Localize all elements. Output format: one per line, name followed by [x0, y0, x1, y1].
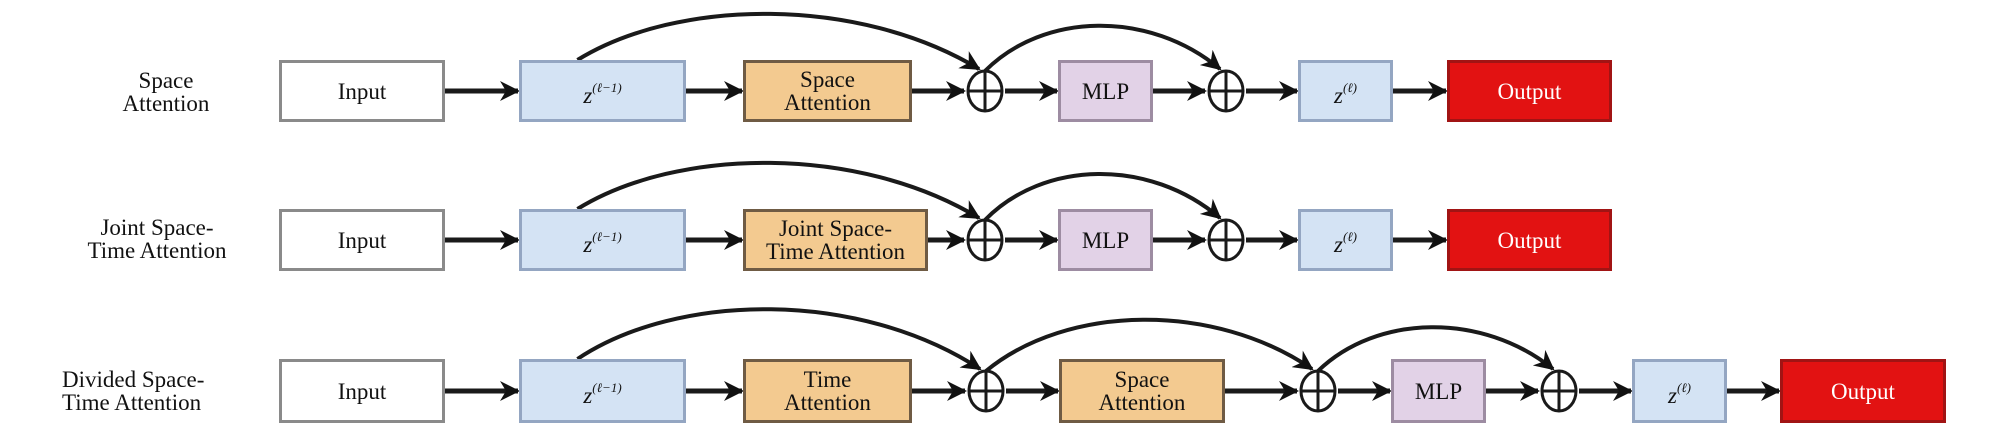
- edges-layer: [445, 11, 1781, 401]
- embedding-base: z: [1333, 231, 1343, 257]
- embedding-base: z: [583, 231, 593, 257]
- z-prev-block: z(ℓ−1): [519, 359, 686, 423]
- embedding-base: z: [1667, 382, 1677, 408]
- embedding-layer-index: (ℓ−1): [592, 79, 622, 95]
- block-label: MLP: [1081, 78, 1130, 104]
- row-label: Divided Space-Time Attention: [62, 368, 204, 414]
- z-prev-block: z(ℓ−1): [519, 209, 686, 271]
- row-label-line: Time Attention: [62, 390, 202, 415]
- embedding-symbol: z(ℓ−1): [583, 225, 621, 256]
- add-operator-icon: [1207, 69, 1245, 113]
- embedding-base: z: [1333, 82, 1343, 108]
- embedding-symbol: z(ℓ): [1334, 76, 1357, 107]
- input-block: Input: [279, 359, 445, 423]
- mlp-block: MLP: [1391, 359, 1486, 423]
- block-label: Output: [1831, 378, 1895, 404]
- embedding-base: z: [583, 82, 593, 108]
- block-label: Time: [803, 367, 852, 392]
- block-label: Attention: [784, 390, 871, 415]
- skip-connection-arrow: [983, 23, 1222, 73]
- embedding-symbol: z(ℓ−1): [583, 76, 621, 107]
- block-label: Space: [800, 67, 855, 92]
- block-label: Input: [337, 227, 387, 253]
- z-next-block: z(ℓ): [1298, 209, 1393, 271]
- row-label-line: Space: [138, 68, 194, 93]
- output-block: Output: [1780, 359, 1946, 423]
- output-block: Output: [1447, 209, 1612, 271]
- block-label: Input: [337, 78, 387, 104]
- input-block: Input: [279, 209, 445, 271]
- block-label: Output: [1497, 78, 1562, 104]
- adders-layer: [966, 69, 1578, 413]
- add-operator-icon: [1540, 369, 1578, 413]
- skip-connection-arrow: [576, 307, 982, 371]
- add-operator-icon: [1299, 369, 1337, 413]
- skip-connection-arrow: [576, 11, 981, 71]
- row-label-line: Attention: [122, 91, 210, 116]
- output-block: Output: [1447, 60, 1612, 122]
- block-label: Joint Space-: [778, 216, 893, 241]
- row-label: Joint Space-Time Attention: [87, 216, 226, 262]
- mlp-block: MLP: [1058, 209, 1153, 271]
- embedding-symbol: z(ℓ−1): [583, 376, 621, 407]
- embedding-layer-index: (ℓ−1): [592, 228, 622, 244]
- joint-attn-block: Joint Space-Time Attention: [743, 209, 928, 271]
- add-operator-icon: [966, 69, 1004, 113]
- embedding-base: z: [583, 382, 593, 408]
- embedding-symbol: z(ℓ): [1668, 376, 1691, 407]
- block-label: MLP: [1414, 378, 1463, 404]
- block-label: Space: [1114, 367, 1170, 392]
- row-label-line: Joint Space-: [100, 215, 214, 240]
- skip-connection-arrow: [983, 172, 1222, 222]
- embedding-layer-index: (ℓ): [1342, 228, 1358, 244]
- embedding-symbol: z(ℓ): [1334, 225, 1357, 256]
- add-operator-icon: [1207, 218, 1245, 262]
- embedding-layer-index: (ℓ−1): [592, 379, 622, 395]
- add-operator-icon: [967, 369, 1005, 413]
- mlp-block: MLP: [1058, 60, 1153, 122]
- embedding-layer-index: (ℓ): [1342, 79, 1358, 95]
- z-prev-block: z(ℓ−1): [519, 60, 686, 122]
- z-next-block: z(ℓ): [1632, 359, 1727, 423]
- skip-connection-arrow: [576, 160, 981, 220]
- add-operator-icon: [966, 218, 1004, 262]
- block-label: Attention: [784, 90, 871, 115]
- z-next-block: z(ℓ): [1298, 60, 1393, 122]
- block-label: MLP: [1081, 227, 1130, 253]
- input-block: Input: [279, 60, 445, 122]
- row-label-line: Divided Space-: [62, 367, 205, 392]
- block-label: Output: [1497, 227, 1562, 253]
- skip-connection-arrow: [984, 317, 1314, 373]
- embedding-layer-index: (ℓ): [1676, 379, 1692, 395]
- row-label-line: Time Attention: [87, 238, 227, 263]
- block-label: Time Attention: [765, 239, 906, 264]
- block-label: Input: [337, 378, 387, 404]
- block-label: Attention: [1098, 390, 1186, 415]
- skip-connection-arrow: [1316, 325, 1555, 373]
